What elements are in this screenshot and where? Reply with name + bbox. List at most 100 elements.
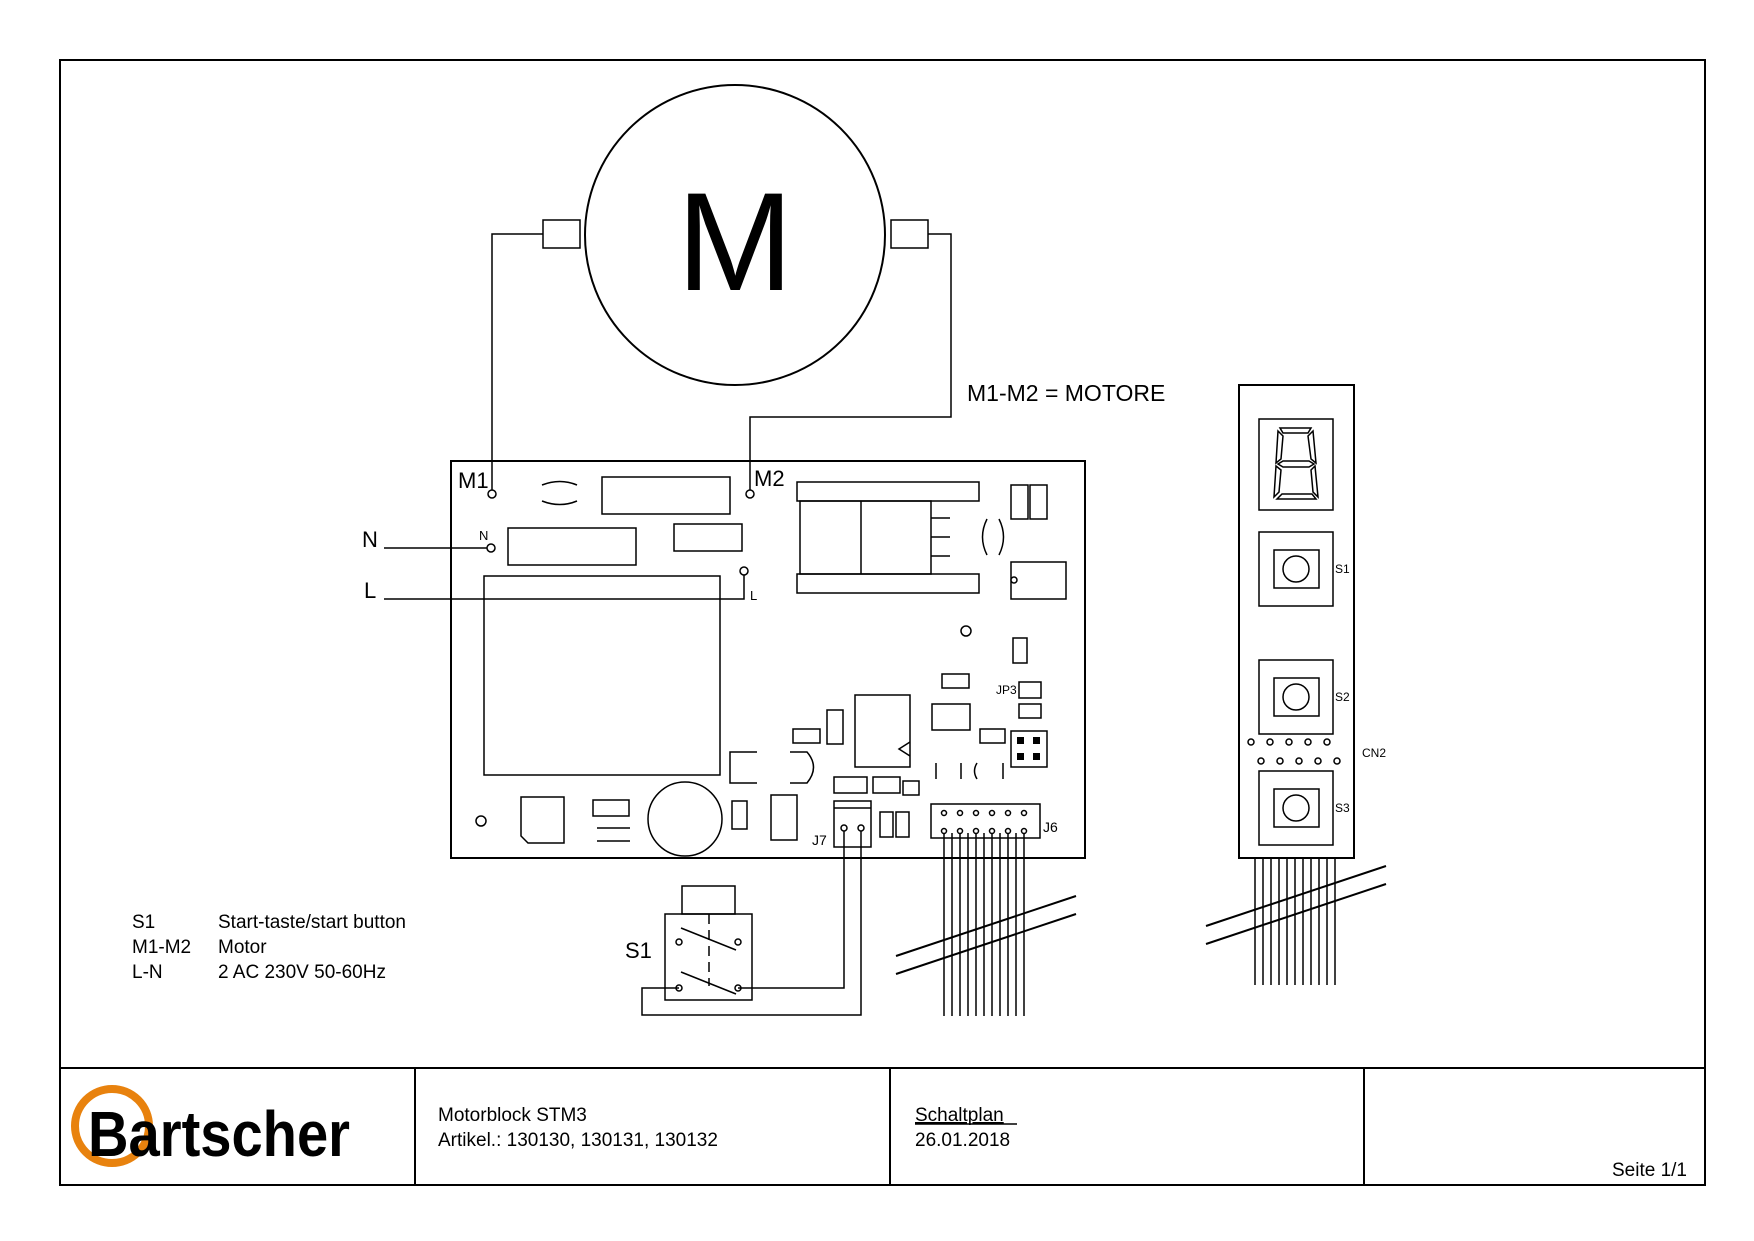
cn2-pin xyxy=(1295,757,1303,765)
component-bracket-r xyxy=(790,751,815,784)
j6-pin xyxy=(988,827,996,835)
switch-contact-1 xyxy=(675,938,683,946)
button-s1-inner xyxy=(1273,549,1320,589)
motor-symbol: M xyxy=(677,163,794,320)
component-h2 xyxy=(979,728,1006,744)
button-s2-knob xyxy=(1282,683,1310,711)
title-block: Bartscher Motorblock STM3 Artikel.: 1301… xyxy=(71,1068,1687,1185)
j6-pin xyxy=(940,809,948,817)
component-top xyxy=(601,476,731,515)
j6-pin xyxy=(956,827,964,835)
legend-code-3: L-N xyxy=(132,962,163,983)
button-s1-knob xyxy=(1282,555,1310,583)
label-display-s3: S3 xyxy=(1335,801,1350,815)
display-panel: S1 S2 CN2 S3 xyxy=(1238,384,1386,859)
cn2-pin xyxy=(1333,757,1341,765)
fuse-symbol xyxy=(541,480,578,506)
cn2-pin xyxy=(1266,738,1274,746)
label-j6: J6 xyxy=(1043,819,1058,835)
component-v3 xyxy=(731,800,748,830)
logo-wordmark: Bartscher xyxy=(88,1098,350,1170)
component-ic-main xyxy=(854,694,911,768)
j6-pin xyxy=(940,827,948,835)
ribbon-wires xyxy=(943,833,1025,1016)
j7-pin-1 xyxy=(840,824,848,832)
component-v5 xyxy=(879,811,894,838)
document-date: 26.01.2018 xyxy=(915,1130,1010,1151)
j6-pin xyxy=(1004,809,1012,817)
cn2-pin xyxy=(1314,757,1322,765)
component-v6 xyxy=(895,811,910,838)
j6-pin xyxy=(956,809,964,817)
buzzer xyxy=(647,781,723,857)
component-h1 xyxy=(941,673,970,689)
switch-label: S1 xyxy=(625,938,652,963)
terminal-n xyxy=(486,543,496,553)
component-right xyxy=(1010,561,1067,600)
cn2-pin xyxy=(1276,757,1284,765)
component-ic xyxy=(507,527,637,566)
ribbon-wires xyxy=(1254,858,1336,985)
relay-bar-top xyxy=(796,481,980,502)
motor-circle xyxy=(584,84,886,386)
label-n-small: N xyxy=(479,528,488,543)
legend: S1 Start-taste/start button M1-M2 Motor … xyxy=(132,912,406,983)
board-outline xyxy=(450,460,1086,859)
j6-pin xyxy=(988,809,996,817)
relay-bar-bottom xyxy=(796,573,980,594)
component-h3 xyxy=(792,728,821,744)
segment-lower-left xyxy=(1273,464,1282,499)
wire-l xyxy=(384,575,745,600)
motor-terminal-right xyxy=(890,219,929,249)
relay-capacitor xyxy=(981,518,1005,556)
label-j7: J7 xyxy=(812,832,827,848)
switch-contact-2 xyxy=(734,938,742,946)
article-numbers: Artikel.: 130130, 130131, 130132 xyxy=(438,1130,718,1151)
component-v2 xyxy=(826,709,844,745)
component-h5 xyxy=(872,776,901,794)
component-c1 xyxy=(520,796,565,844)
j6-pin xyxy=(972,827,980,835)
button-s3-frame xyxy=(1258,770,1334,846)
page-number: Seite 1/1 xyxy=(1612,1160,1687,1181)
bracket-marks xyxy=(935,762,1004,780)
label-cn2: CN2 xyxy=(1362,746,1386,760)
terminal-m2 xyxy=(745,489,755,499)
document-type: Schaltplan xyxy=(915,1105,1004,1126)
seven-segment-frame xyxy=(1258,418,1334,511)
display-outline xyxy=(1238,384,1355,859)
j6-pins xyxy=(940,809,1028,835)
j6-pin xyxy=(1004,827,1012,835)
ic-notch xyxy=(897,741,911,757)
component-jp3-a xyxy=(1018,681,1042,699)
cn2-pin xyxy=(1257,757,1265,765)
component-h7 xyxy=(592,799,630,817)
wire-m2 xyxy=(749,233,952,492)
j6-pin xyxy=(1020,809,1028,817)
component-tr-b xyxy=(1029,484,1048,520)
relay-body xyxy=(799,500,932,575)
jumper-pin-2 xyxy=(1033,737,1040,744)
mount-hole xyxy=(475,815,487,827)
component-block xyxy=(931,703,971,731)
drawing-frame xyxy=(59,59,1706,1186)
button-s3-knob xyxy=(1282,794,1310,822)
component-jp3-b xyxy=(1018,703,1042,719)
connector-j6 xyxy=(930,803,1041,839)
component-tr-a xyxy=(1010,484,1029,520)
component-right-dot xyxy=(1010,576,1018,584)
legend-code-1: S1 xyxy=(132,912,155,933)
ribbon-break-2 xyxy=(1205,883,1387,945)
motor-terminal-left xyxy=(542,219,581,249)
segment-upper-right xyxy=(1307,429,1317,465)
ribbon-break-2 xyxy=(895,913,1077,975)
motor: M M1-M2 = MOTORE xyxy=(542,84,1165,406)
j6-pin xyxy=(1020,827,1028,835)
segment-lower-right xyxy=(1310,464,1319,500)
logo-b-ring xyxy=(71,1085,153,1167)
segment-bottom xyxy=(1275,493,1318,500)
component-h6 xyxy=(902,780,920,796)
legend-desc-3: 2 AC 230V 50-60Hz xyxy=(218,962,386,983)
button-s2-frame xyxy=(1258,659,1334,735)
cn2-pin xyxy=(1247,738,1255,746)
